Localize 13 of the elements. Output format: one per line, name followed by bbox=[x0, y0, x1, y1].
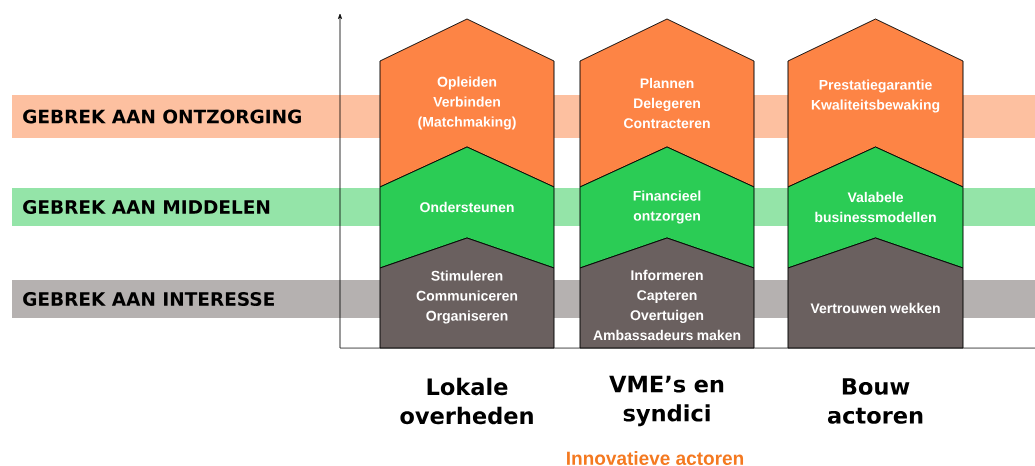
pillar-segment: Vertrouwen wekken bbox=[787, 237, 964, 349]
pillar-segment: Stimuleren Communiceren Organiseren bbox=[379, 237, 555, 349]
pillar-segment: Plannen Delegeren Contracteren bbox=[579, 18, 755, 188]
pillar-segment: Financieel ontzorgen bbox=[579, 146, 755, 269]
pillar-segment: Valabele businessmodellen bbox=[787, 146, 964, 269]
pillar-segment: Opleiden Verbinden (Matchmaking) bbox=[379, 18, 555, 188]
column-heading: Lokale overheden bbox=[400, 377, 533, 425]
column-heading: Bouw actoren bbox=[827, 378, 923, 424]
pillar-segment: Informeren Capteren Overtuigen Ambassadeurs maken bbox=[579, 237, 755, 349]
group-label: Innovatieve actoren bbox=[567, 451, 744, 465]
pillar-segment: Ondersteunen bbox=[379, 146, 555, 269]
column-heading: VME’s en syndici bbox=[609, 375, 724, 427]
pillar-segment: Prestatiegarantie Kwaliteitsbewaking bbox=[787, 18, 964, 188]
